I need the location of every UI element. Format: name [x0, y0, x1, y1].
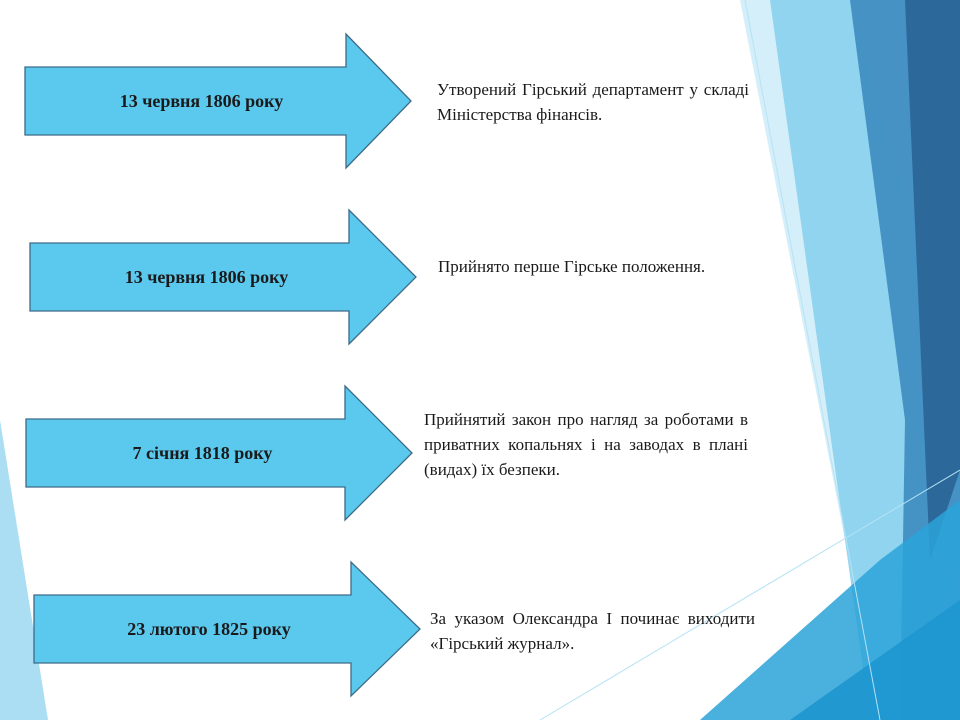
timeline-date: 13 червня 1806 року: [119, 90, 284, 111]
facet-line-1: [744, 0, 881, 720]
facet-bottom-light: [790, 600, 960, 720]
timeline-description: За указом Олександра І починає виходити …: [430, 609, 755, 653]
timeline-arrow: [33, 560, 421, 698]
timeline-date: 7 січня 1818 року: [132, 442, 273, 463]
timeline-date: 23 лютого 1825 року: [127, 618, 291, 639]
timeline-description: Утворений Гірський департамент у складі …: [437, 80, 749, 124]
timeline-description: Прийнято перше Гірське положення.: [438, 257, 706, 276]
timeline-date: 13 червня 1806 року: [124, 266, 289, 287]
timeline-arrow: [24, 32, 412, 170]
timeline-arrow: [25, 384, 413, 522]
timeline-arrow: [29, 208, 417, 346]
timeline-description: Прийнятий закон про нагляд за роботами в…: [424, 410, 748, 479]
facet-line-2: [539, 469, 960, 720]
facet-dark: [905, 0, 960, 560]
